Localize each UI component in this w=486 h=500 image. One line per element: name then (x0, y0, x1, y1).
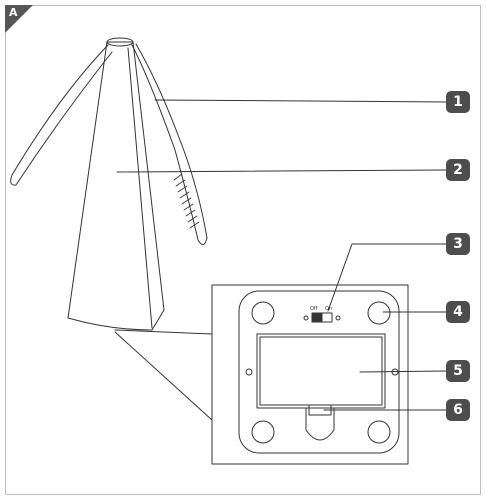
callout-6: 6 (446, 399, 470, 421)
switch-dot-left (303, 315, 309, 321)
blade-hatch (173, 173, 200, 229)
figure-label: A (9, 6, 18, 19)
switch-off-label: Off (310, 306, 318, 312)
detail-box (211, 284, 409, 465)
battery-compartment (256, 333, 386, 409)
battery-compartment-inner (259, 336, 383, 406)
leader-1 (154, 99, 447, 103)
power-switch (311, 312, 333, 323)
figure-frame (5, 5, 481, 495)
callout-3: 3 (446, 233, 470, 255)
callout-4: 4 (446, 301, 470, 323)
blade-right (131, 43, 208, 245)
leader-2 (116, 169, 447, 173)
fan-body-edge (127, 47, 153, 329)
blade-left (10, 44, 113, 186)
callout-5: 5 (446, 360, 470, 382)
detail-connector-top (114, 329, 213, 335)
leader-5 (359, 370, 447, 373)
switch-on-label: On (325, 306, 332, 312)
cover-latch (305, 407, 335, 441)
switch-dot-right (335, 315, 341, 321)
fan-body (67, 41, 165, 331)
screw-left (245, 368, 253, 376)
leader-3 (327, 243, 447, 312)
detail-connector-bottom (114, 331, 213, 421)
callout-1: 1 (446, 91, 470, 113)
foot-top-right (367, 301, 391, 325)
power-switch-slider (312, 313, 323, 322)
foot-bottom-left (251, 420, 275, 444)
figure-corner-tab (5, 5, 33, 33)
foot-top-left (251, 301, 275, 325)
foot-bottom-right (367, 420, 391, 444)
callout-2: 2 (446, 159, 470, 181)
fan-cap (106, 37, 134, 47)
